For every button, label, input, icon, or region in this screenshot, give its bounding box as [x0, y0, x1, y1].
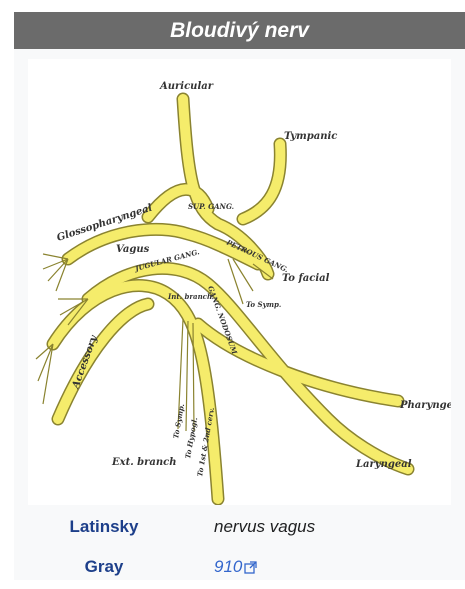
label-pharyngeal: Pharyngeal [399, 400, 451, 411]
row-value-gray: 910 [214, 557, 257, 577]
label-tympanic: Tympanic [284, 131, 337, 142]
label-to-facial: To facial [282, 273, 330, 284]
gray-link-text: 910 [214, 557, 242, 576]
label-to-symp: To Symp. [171, 403, 186, 439]
label-auricular: Auricular [159, 81, 214, 92]
vagus-nerve-diagram[interactable]: Auricular Tympanic Glossopharyngeal SUP.… [28, 59, 451, 505]
row-label-gray[interactable]: Gray [14, 557, 194, 577]
row-latinsky: Latinsky nervus vagus [14, 512, 465, 542]
label-laryngeal: Laryngeal [355, 459, 412, 470]
label-ext-branch: Ext. branch [111, 457, 177, 468]
label-int-branch: Int. branch [167, 292, 212, 301]
image-cell: Auricular Tympanic Glossopharyngeal SUP.… [14, 49, 465, 512]
infobox: Bloudivý nerv [14, 12, 465, 580]
gray-link[interactable]: 910 [214, 557, 257, 576]
label-to-symp-top: To Symp. [246, 300, 281, 309]
row-value-latinsky: nervus vagus [214, 517, 315, 537]
row-gray: Gray 910 [14, 552, 465, 582]
row-label-latinsky[interactable]: Latinsky [14, 517, 194, 537]
nerve-illustration: Auricular Tympanic Glossopharyngeal SUP.… [28, 59, 451, 505]
infobox-title: Bloudivý nerv [14, 12, 465, 49]
label-to-hypogl: To Hypogl. [183, 417, 199, 460]
external-link-icon [244, 561, 257, 574]
label-sup-gang: SUP. GANG. [188, 202, 234, 211]
label-accessory: Accessory [70, 333, 100, 391]
label-vagus: Vagus [116, 244, 150, 255]
